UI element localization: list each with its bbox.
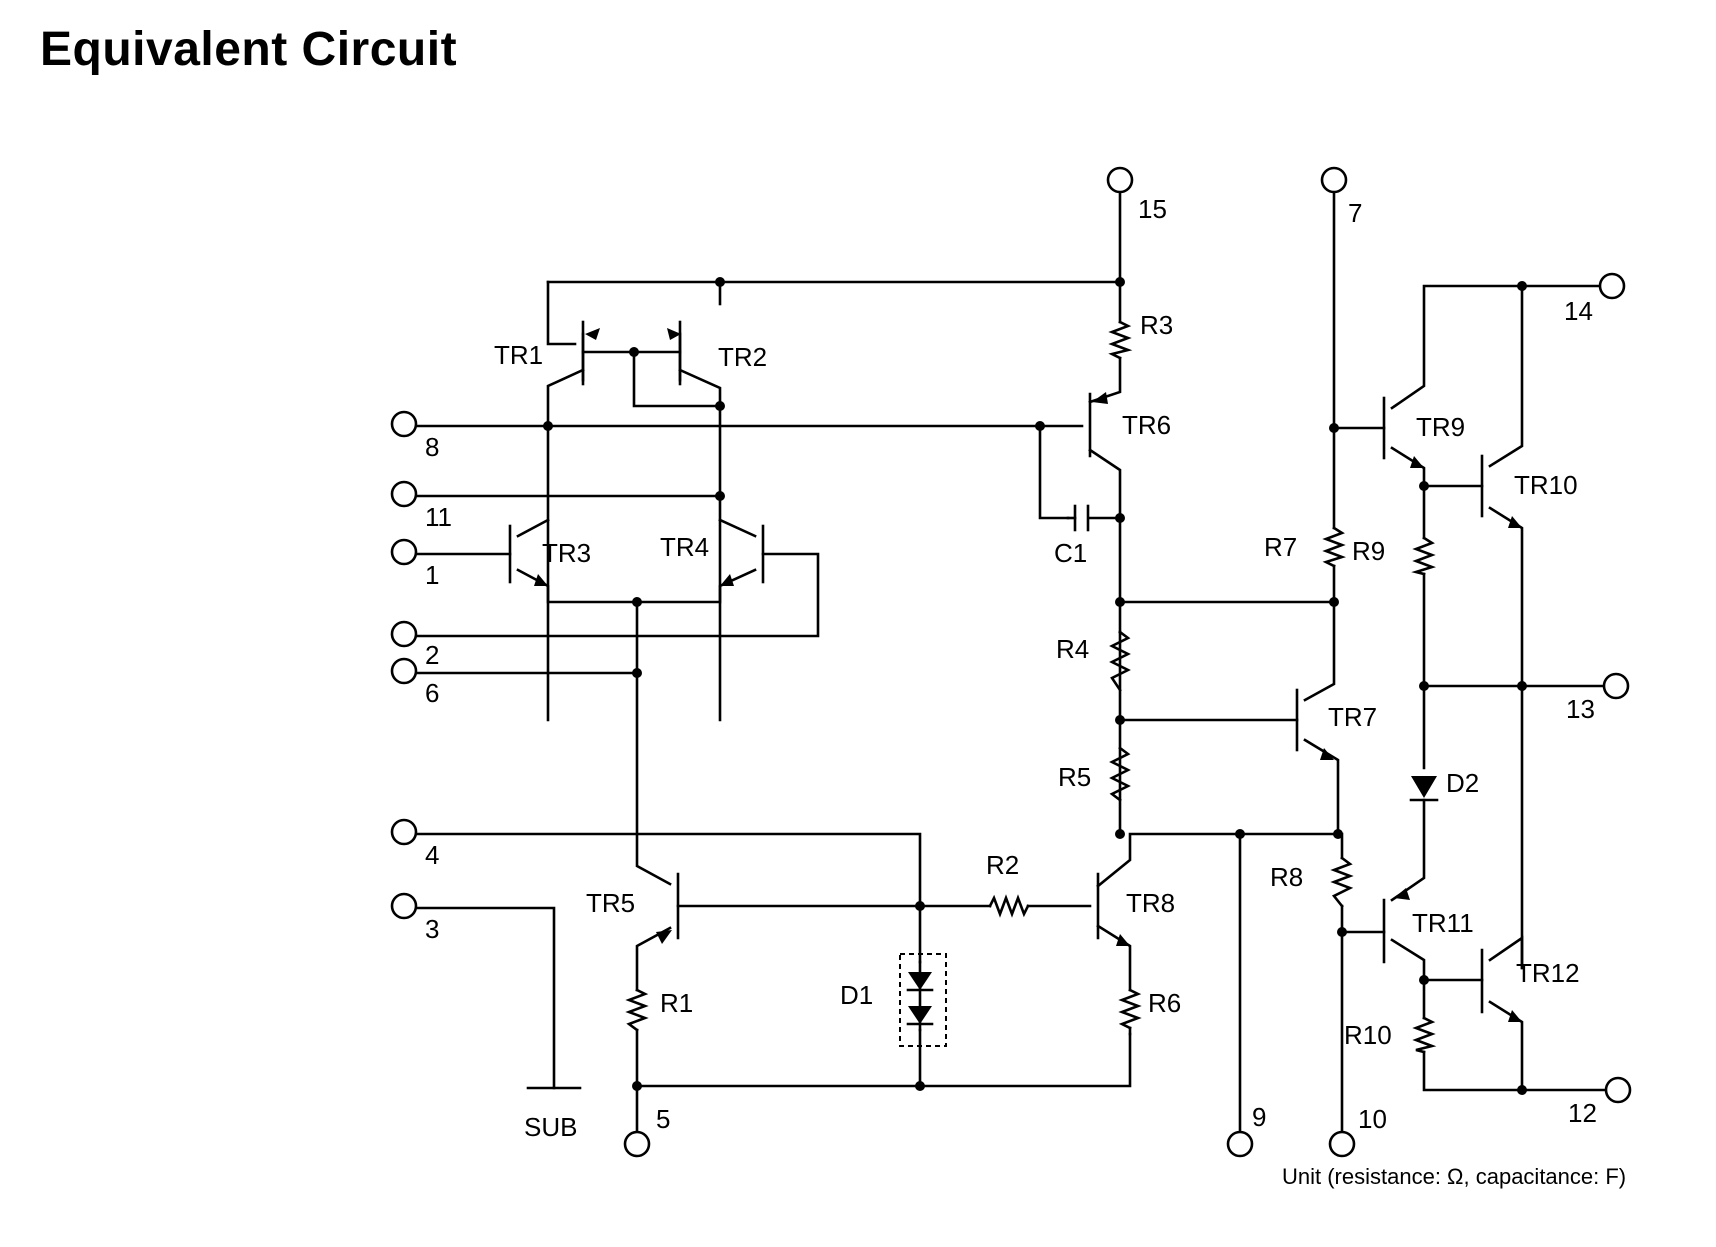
page-title: Equivalent Circuit [40,23,458,76]
pin-10-terminal [1328,1130,1356,1158]
r2-resistor [988,894,1030,918]
pin-14-terminal [1598,272,1626,300]
tr6-label: TR6 [1122,410,1171,440]
emitter-arrows [534,328,1522,1022]
pin-1-terminal [390,538,418,566]
r8-label: R8 [1270,862,1303,892]
c1-capacitor [1066,504,1090,532]
tr7-label: TR7 [1328,702,1377,732]
r10-label: R10 [1344,1020,1392,1050]
d1-upper-diode [908,972,932,990]
unit-note: Unit (resistance: Ω, capacitance: F) [1282,1164,1626,1189]
pin-4-terminal [390,818,418,846]
d2-label: D2 [1446,768,1479,798]
r9-resistor [1411,536,1437,576]
c1-label: C1 [1054,538,1087,568]
tr11-emitter-arrow [1394,888,1410,900]
tr8-label: TR8 [1126,888,1175,918]
tr4-emitter-arrow [720,574,734,586]
r4-resistor [1109,630,1131,692]
tr2-emitter-arrow [667,328,681,340]
d1-diode-pair [899,953,947,1047]
sub-label: SUB [524,1112,577,1142]
r7-label: R7 [1264,532,1297,562]
transistor-bases [508,320,1484,1014]
pin-3-label: 3 [425,914,439,944]
pin-15-label: 15 [1138,194,1167,224]
tr1-label: TR1 [494,340,543,370]
tr9-label: TR9 [1416,412,1465,442]
r2-label: R2 [986,850,1019,880]
d1-dashed-box [899,953,947,1047]
pin-13-label: 13 [1566,694,1595,724]
tr9-emitter-arrow [1410,456,1424,468]
tr5-label: TR5 [586,888,635,918]
pin-9-terminal [1226,1130,1254,1158]
component-labels: TR1 TR2 R3 TR6 C1 TR3 TR4 R7 R9 R4 TR7 R… [494,310,1580,1050]
pin-9-label: 9 [1252,1102,1266,1132]
tr12-label: TR12 [1516,958,1580,988]
pin-3-terminal [390,892,418,920]
r9-label: R9 [1352,536,1385,566]
pin-15-terminal [1106,166,1134,194]
r4-label: R4 [1056,634,1089,664]
pin-10-label: 10 [1358,1104,1387,1134]
tr12-emitter-arrow [1508,1010,1522,1022]
pin-7-terminal [1320,166,1348,194]
tr10-label: TR10 [1514,470,1578,500]
tr11-label: TR11 [1412,908,1474,938]
pin-8-label: 8 [425,432,439,462]
pin-11-terminal [390,480,418,508]
pin-1-label: 1 [425,560,439,590]
r1-resistor [625,988,649,1032]
tr3-label: TR3 [542,538,591,568]
tr7-emitter-arrow [1320,748,1334,760]
r1-label: R1 [660,988,693,1018]
tr2-label: TR2 [718,342,767,372]
r7-resistor [1322,526,1347,568]
tr6-emitter-arrow [1092,392,1108,404]
pin-2-terminal [390,620,418,648]
tr4-label: TR4 [660,532,709,562]
r3-label: R3 [1140,310,1173,340]
tr10-emitter-arrow [1508,516,1522,528]
pin-4-label: 4 [425,840,439,870]
pin-8-terminal [390,410,418,438]
junction-dots [543,277,1527,1095]
pin-7-label: 7 [1348,198,1362,228]
pin-6-label: 6 [425,678,439,708]
r5-resistor [1109,746,1131,802]
tr1-emitter-arrow [585,328,600,340]
pin-5-label: 5 [656,1104,670,1134]
terminals [390,166,1632,1158]
pin-12-label: 12 [1568,1098,1597,1128]
pin-13-terminal [1602,672,1630,700]
d1-label: D1 [840,980,873,1010]
pin-labels: 15 7 14 8 11 1 2 6 13 4 3 12 5 9 10 SUB [425,194,1597,1142]
pin-11-label: 11 [425,502,452,532]
resistors [625,320,1437,1054]
r6-label: R6 [1148,988,1181,1018]
tr8-emitter-arrow [1116,934,1130,946]
pin-6-terminal [390,657,418,685]
r8-resistor [1330,856,1354,908]
pin-14-label: 14 [1564,296,1593,326]
tr3-emitter-arrow [534,574,548,586]
r10-resistor [1412,1016,1437,1054]
r3-resistor [1108,320,1133,360]
pin-12-terminal [1604,1076,1632,1104]
d2-diode [1409,776,1439,802]
r6-resistor [1118,988,1142,1030]
pin-2-label: 2 [425,640,439,670]
r5-label: R5 [1058,762,1091,792]
tr5-emitter-arrow [656,930,672,944]
d1-lower-diode [908,1006,932,1024]
pin-5-terminal [623,1130,651,1158]
